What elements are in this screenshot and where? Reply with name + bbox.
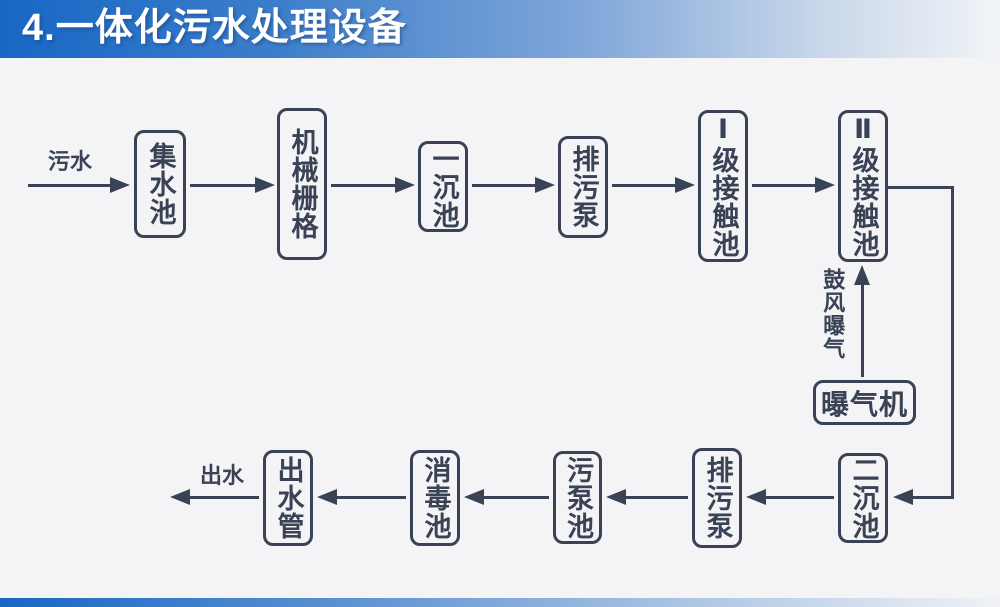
- flow-arrow: [484, 496, 549, 499]
- flow-arrow: [472, 184, 536, 187]
- node-sewage-pump-bottom: 排污泵: [692, 448, 742, 548]
- node-sludge-pump-tank: 污泵池: [553, 451, 602, 544]
- flow-arrow: [28, 184, 112, 187]
- node-aerator: 曝气机: [813, 380, 916, 425]
- flow-arrow: [331, 184, 396, 187]
- bottom-accent-bar: [0, 598, 1000, 607]
- flow-arrow: [766, 496, 834, 499]
- node-outlet-pipe: 出水管: [263, 450, 313, 546]
- flow-arrow: [626, 496, 688, 499]
- arrow-left-icon: [746, 489, 766, 505]
- arrow-right-icon: [110, 177, 130, 193]
- connector-line: [951, 186, 954, 499]
- flow-arrow: [752, 184, 816, 187]
- arrow-right-icon: [675, 177, 695, 193]
- node-stage2-contact-tank: Ⅱ级接触池: [838, 110, 888, 262]
- flow-arrow: [612, 184, 676, 187]
- node-sewage-pump-top: 排污泵: [558, 136, 608, 238]
- arrow-right-icon: [535, 177, 555, 193]
- page-title: 4.一体化污水处理设备: [22, 7, 407, 49]
- node-mechanical-grid: 机械栅格: [277, 108, 327, 260]
- arrow-left-icon: [170, 489, 190, 505]
- node-secondary-sedimentation-tank: 二沉池: [838, 453, 888, 543]
- node-stage1-contact-tank: Ⅰ级接触池: [698, 110, 748, 262]
- arrow-up-icon: [854, 265, 870, 285]
- flow-arrow: [190, 184, 256, 187]
- title-bar: 4.一体化污水处理设备: [0, 0, 1000, 58]
- node-collecting-tank: 集水池: [134, 130, 186, 238]
- arrow-right-icon: [815, 177, 835, 193]
- aeration-arrow-label: 鼓风曝气: [820, 268, 846, 360]
- connector-line: [888, 186, 954, 189]
- flow-arrow: [337, 496, 406, 499]
- node-primary-sedimentation-tank: 一沉池: [418, 141, 468, 232]
- arrow-left-icon: [606, 489, 626, 505]
- arrow-left-icon: [893, 489, 913, 505]
- arrow-left-icon: [317, 489, 337, 505]
- connector-line: [913, 496, 954, 499]
- input-label: 污水: [48, 149, 93, 174]
- output-label: 出水: [200, 463, 245, 488]
- node-disinfection-tank: 消毒池: [410, 450, 460, 546]
- aeration-arrow: [861, 285, 864, 377]
- arrow-left-icon: [464, 489, 484, 505]
- arrow-right-icon: [395, 177, 415, 193]
- arrow-right-icon: [255, 177, 275, 193]
- flow-arrow: [190, 496, 259, 499]
